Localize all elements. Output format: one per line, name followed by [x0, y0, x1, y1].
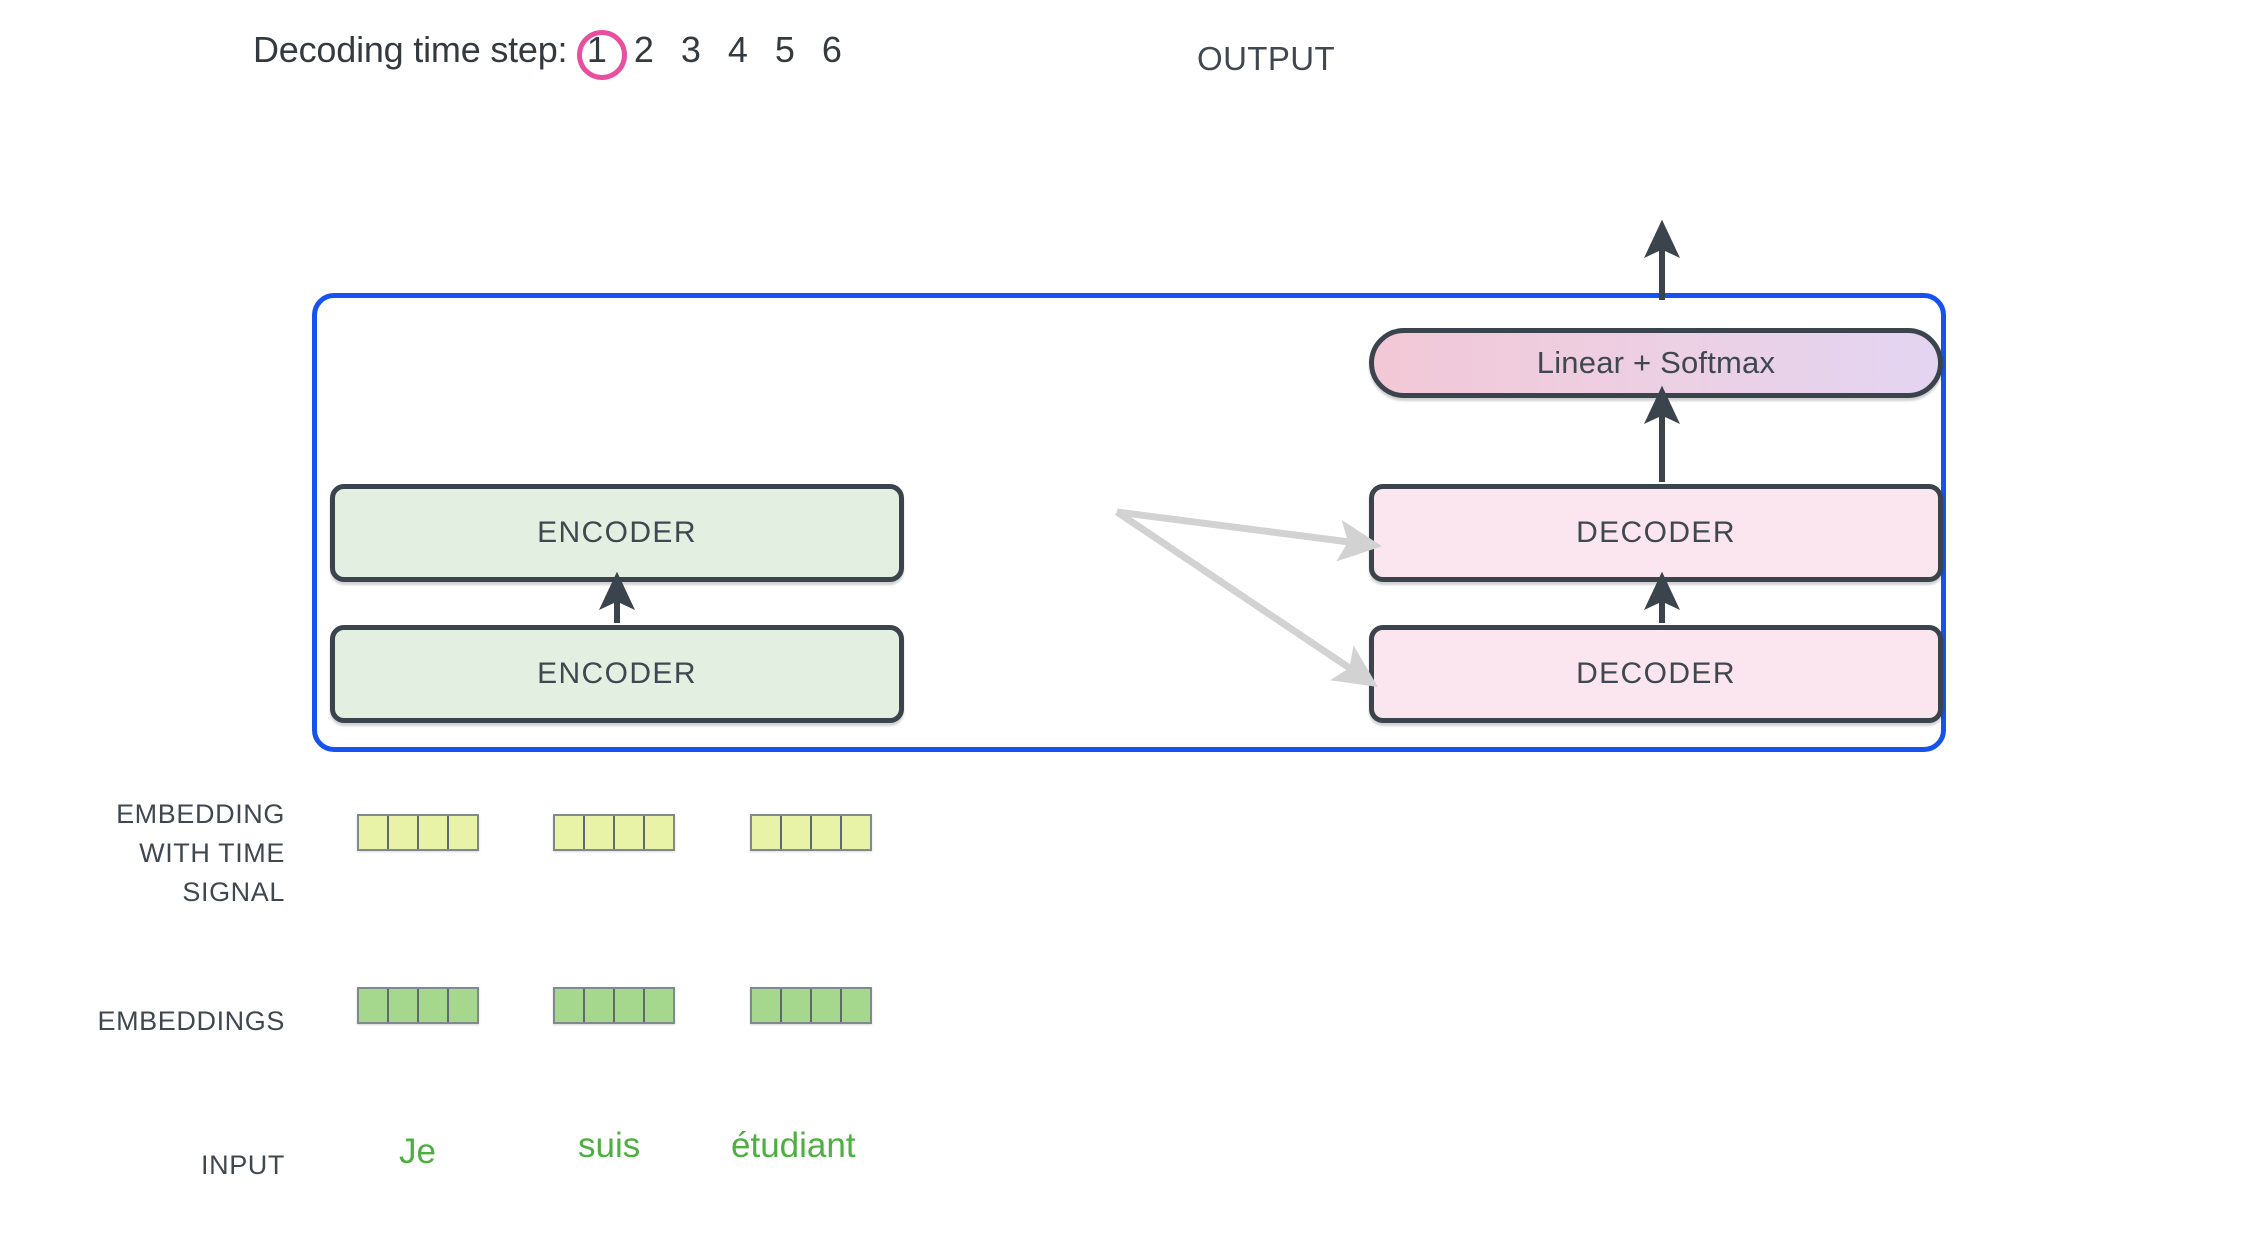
vector-cell: [782, 989, 812, 1022]
ets-label-line-1: EMBEDDING: [116, 799, 285, 829]
encoder-block-top: ENCODER: [330, 484, 904, 582]
embedding-vector-suis: [553, 987, 675, 1024]
vector-cell: [389, 989, 419, 1022]
time-step-3[interactable]: 3: [680, 29, 701, 70]
time-step-2[interactable]: 2: [633, 29, 654, 70]
decoder-block-bottom: DECODER: [1369, 625, 1943, 723]
vector-cell: [782, 816, 812, 849]
model-container: [312, 293, 1946, 752]
input-word-etudiant: étudiant: [731, 1126, 856, 1165]
input-word-je: Je: [399, 1132, 436, 1171]
vector-cell: [585, 816, 615, 849]
decoder-block-top: DECODER: [1369, 484, 1943, 582]
vector-cell: [615, 816, 645, 849]
ets-label-line-3: SIGNAL: [182, 877, 285, 907]
time-signal-vector-je: [357, 814, 479, 851]
vector-cell: [449, 816, 477, 849]
vector-cell: [645, 816, 673, 849]
vector-cell: [585, 989, 615, 1022]
decoding-time-step-row: Decoding time step: 1 2 3 4 5 6: [253, 22, 855, 80]
input-label: INPUT: [201, 1150, 285, 1180]
embedding-vector-je: [357, 987, 479, 1024]
time-signal-vector-suis: [553, 814, 675, 851]
linear-softmax-block: Linear + Softmax: [1369, 328, 1943, 398]
time-step-1[interactable]: 1: [573, 23, 627, 80]
time-step-6[interactable]: 6: [821, 29, 842, 70]
vector-cell: [389, 816, 419, 849]
vector-cell: [419, 989, 449, 1022]
vector-cell: [842, 989, 870, 1022]
time-step-5[interactable]: 5: [774, 29, 795, 70]
vector-cell: [359, 989, 389, 1022]
vector-cell: [615, 989, 645, 1022]
decoding-time-step-numbers: 1 2 3 4 5 6: [573, 23, 855, 80]
vector-cell: [752, 989, 782, 1022]
time-step-4[interactable]: 4: [727, 29, 748, 70]
vector-cell: [842, 816, 870, 849]
vector-cell: [812, 816, 842, 849]
time-signal-vector-etudiant: [750, 814, 872, 851]
vector-cell: [449, 989, 477, 1022]
ets-label-line-2: WITH TIME: [139, 838, 285, 868]
embeddings-label: EMBEDDINGS: [97, 1006, 285, 1036]
encoder-block-bottom: ENCODER: [330, 625, 904, 723]
vector-cell: [555, 989, 585, 1022]
vector-cell: [645, 989, 673, 1022]
embedding-vector-etudiant: [750, 987, 872, 1024]
vector-cell: [359, 816, 389, 849]
vector-cell: [752, 816, 782, 849]
embedding-with-time-signal-label: EMBEDDING WITH TIME SIGNAL: [20, 795, 285, 912]
vector-cell: [812, 989, 842, 1022]
vector-cell: [555, 816, 585, 849]
vector-cell: [419, 816, 449, 849]
output-label: OUTPUT: [1197, 40, 1336, 77]
input-word-suis: suis: [578, 1126, 641, 1165]
decoding-time-step-label: Decoding time step:: [253, 29, 568, 70]
